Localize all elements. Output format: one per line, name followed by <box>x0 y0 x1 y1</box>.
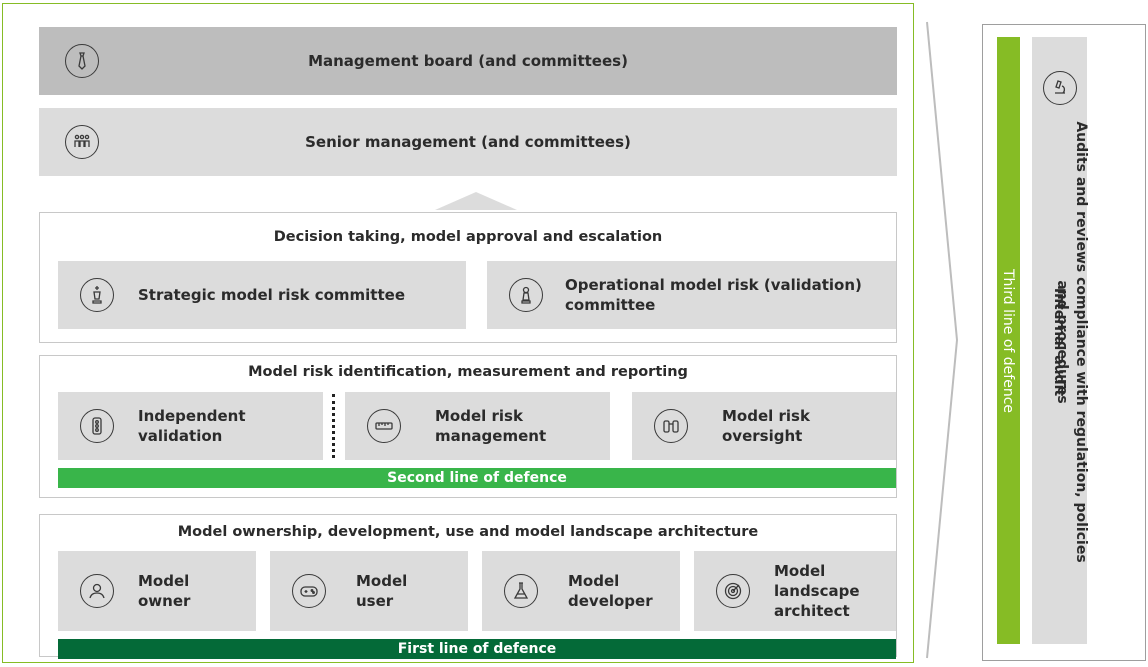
ruler-icon <box>367 409 401 443</box>
model-landscape-architect-box: Model landscape architect <box>694 551 896 631</box>
independent-validation-label: Independent validation <box>138 407 246 445</box>
escalation-arrow <box>435 192 517 210</box>
senior-management-label: Senior management (and committees) <box>305 133 631 151</box>
strategic-committee-box: Strategic model risk committee <box>58 261 466 329</box>
binoculars-icon <box>654 409 688 443</box>
radar-icon <box>716 574 750 608</box>
model-owner-box: Model owner <box>58 551 256 631</box>
audit-description: Audits and reviews compliance with regul… <box>1050 72 1090 612</box>
model-landscape-architect-label: Model landscape architect <box>774 562 860 620</box>
ownership-panel: Model ownership, development, use and mo… <box>39 514 897 659</box>
chess-king-icon <box>80 278 114 312</box>
risk-panel: Model risk identification, measurement a… <box>39 355 897 498</box>
model-user-label: Model user <box>356 572 408 610</box>
ownership-panel-title: Model ownership, development, use and mo… <box>177 524 759 540</box>
team-icon <box>65 125 99 159</box>
risk-panel-title: Model risk identification, measurement a… <box>248 364 688 380</box>
internal-audit-bar <box>1032 37 1087 644</box>
tie-icon <box>65 44 99 78</box>
microscope-icon <box>1043 71 1077 105</box>
model-risk-management-label: Model risk management <box>435 407 547 445</box>
dashed-divider <box>332 394 335 458</box>
operational-committee-box: Operational model risk (validation) comm… <box>487 261 896 329</box>
audit-description-line1: Audits and reviews compliance with regul… <box>1073 121 1089 563</box>
management-board-label: Management board (and committees) <box>308 52 628 70</box>
senior-management-bar: Senior management (and committees) <box>39 108 897 176</box>
audit-frame <box>982 24 1146 661</box>
model-developer-label: Model developer <box>568 572 653 610</box>
model-owner-label: Model owner <box>138 572 191 610</box>
model-risk-oversight-box: Model risk oversight <box>632 392 896 460</box>
decision-panel: Decision taking, model approval and esca… <box>39 212 897 343</box>
audit-description-line2: and procedures <box>1054 280 1070 404</box>
traffic-light-icon <box>80 409 114 443</box>
gamepad-icon <box>292 574 326 608</box>
management-board-bar: Management board (and committees) <box>39 27 897 95</box>
person-icon <box>80 574 114 608</box>
model-risk-oversight-label: Model risk oversight <box>722 407 810 445</box>
model-user-box: Model user <box>270 551 468 631</box>
flask-icon <box>504 574 538 608</box>
chevron-separator <box>926 21 959 659</box>
first-line-of-defence-label: First line of defence <box>397 641 557 657</box>
chess-pawn-icon <box>509 278 543 312</box>
decision-panel-title: Decision taking, model approval and esca… <box>273 229 663 245</box>
model-risk-management-box: Model risk management <box>345 392 610 460</box>
second-line-of-defence-bar: Second line of defence <box>58 468 896 488</box>
model-developer-box: Model developer <box>482 551 680 631</box>
third-line-of-defence-bar <box>997 37 1020 644</box>
operational-committee-label: Operational model risk (validation) comm… <box>565 276 862 314</box>
second-line-of-defence-label: Second line of defence <box>387 470 567 486</box>
strategic-committee-label: Strategic model risk committee <box>138 286 405 304</box>
independent-validation-box: Independent validation <box>58 392 323 460</box>
third-line-of-defence-label: Third line of defence <box>1000 268 1016 414</box>
first-line-of-defence-bar: First line of defence <box>58 639 896 659</box>
governance-frame <box>2 3 914 663</box>
